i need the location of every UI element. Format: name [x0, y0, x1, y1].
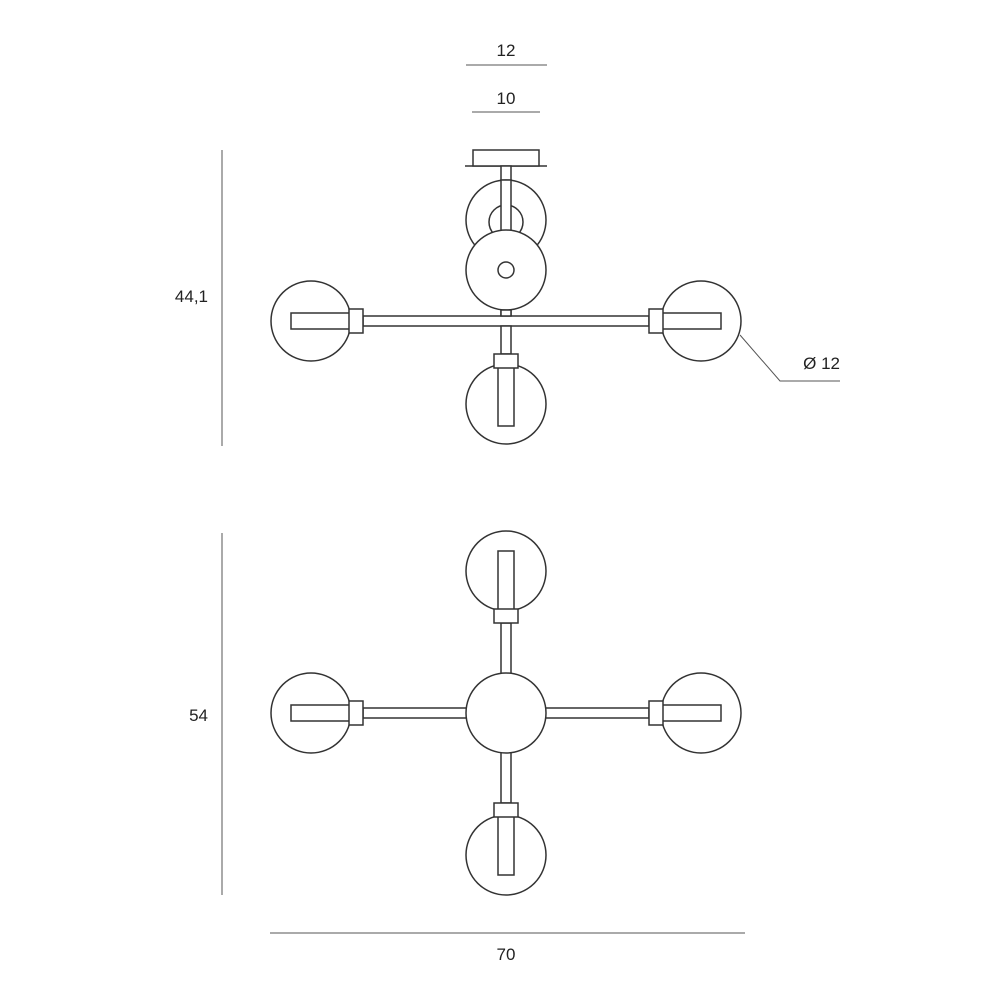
- label-globe-diameter: Ø 12: [803, 354, 840, 373]
- top-globe-east-holder: [648, 700, 664, 726]
- top-globe-north-holder: [493, 608, 519, 624]
- dimension-globe-diameter: Ø 12: [739, 334, 840, 382]
- horizontal-arm: [362, 315, 650, 327]
- center-hub: [465, 672, 547, 754]
- stem-below-arm: [500, 325, 512, 355]
- arm-top: [500, 622, 512, 675]
- label-canopy-inner-width: 10: [497, 89, 516, 108]
- stem-lower: [500, 309, 512, 317]
- top-globe-south-tube: [497, 814, 515, 876]
- dimension-canopy-inner: 10: [472, 89, 540, 113]
- label-overall-width: 70: [497, 945, 516, 964]
- top-globe-east-tube: [660, 704, 722, 722]
- canopy: [472, 149, 540, 167]
- dimension-overall-width: 70: [270, 932, 745, 964]
- arm-left: [362, 707, 468, 719]
- top-globe-south-holder: [493, 802, 519, 818]
- label-side-height: 44,1: [175, 287, 208, 306]
- dimension-canopy-outer: 12: [466, 41, 547, 66]
- top-view: [270, 530, 742, 896]
- globe-right-tube: [660, 312, 722, 330]
- globe-bottom-holder: [493, 353, 519, 369]
- globe-front-socket: [497, 261, 515, 279]
- arm-right: [544, 707, 650, 719]
- globe-right-holder: [648, 308, 664, 334]
- side-view: [270, 149, 742, 445]
- dimension-side-height: 44,1: [175, 150, 223, 446]
- globe-left-holder: [348, 308, 364, 334]
- top-globe-west-tube: [290, 704, 352, 722]
- top-globe-west-holder: [348, 700, 364, 726]
- globe-left-tube: [290, 312, 352, 330]
- label-top-view-depth: 54: [189, 706, 208, 725]
- arm-bottom: [500, 751, 512, 804]
- dimension-top-depth: 54: [189, 533, 223, 895]
- globe-bottom-tube: [497, 365, 515, 427]
- top-globe-north-tube: [497, 550, 515, 612]
- label-canopy-outer-width: 12: [497, 41, 516, 60]
